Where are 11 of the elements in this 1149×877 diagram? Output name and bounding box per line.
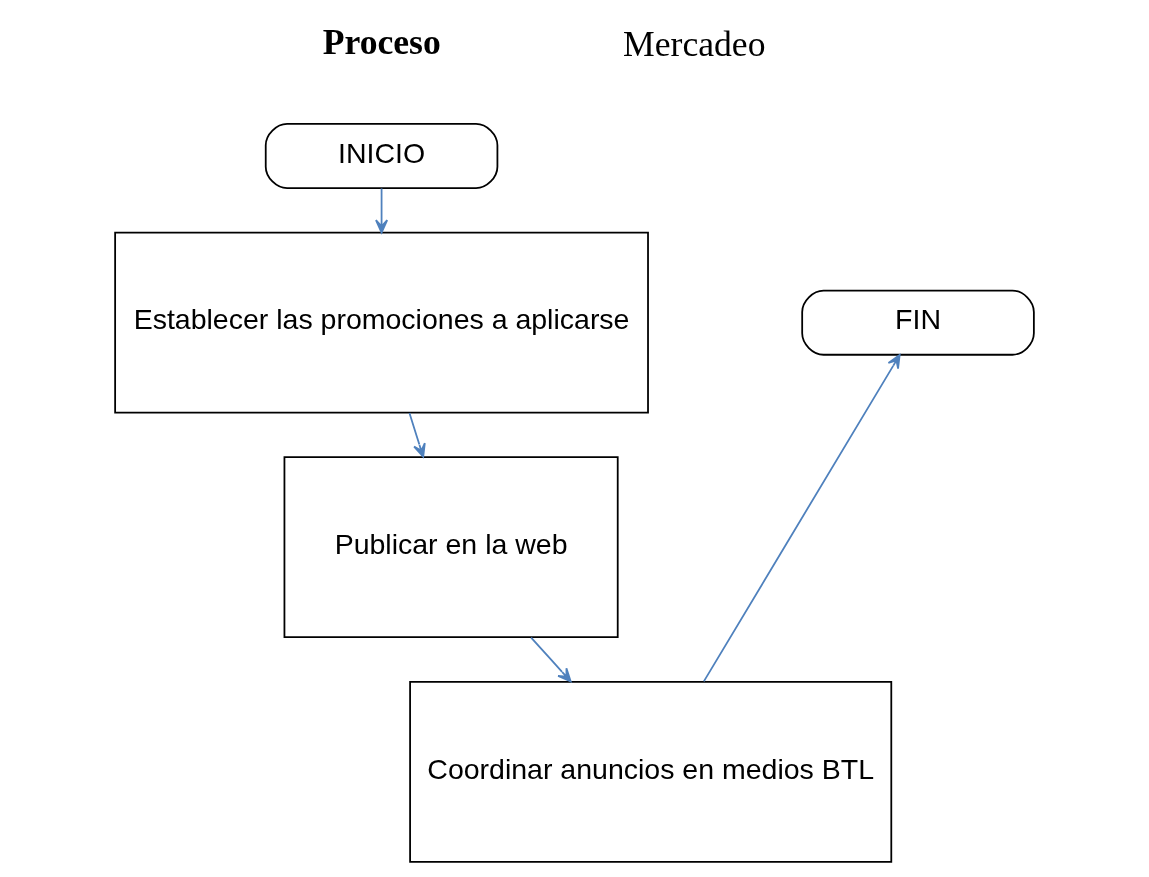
node-box: Publicar en la web	[283, 456, 619, 639]
arrow	[408, 412, 426, 458]
arrow	[530, 636, 572, 683]
label: Mercadeo	[623, 24, 766, 65]
node-box: Establecer las promociones a aplicarse	[114, 231, 649, 414]
arrow	[375, 187, 389, 234]
node-box: FIN	[801, 289, 1035, 356]
node-box: Coordinar anuncios en medios BTL	[409, 680, 893, 863]
label: Proceso	[322, 22, 441, 63]
arrow	[702, 354, 901, 683]
node-box: INICIO	[264, 123, 499, 189]
